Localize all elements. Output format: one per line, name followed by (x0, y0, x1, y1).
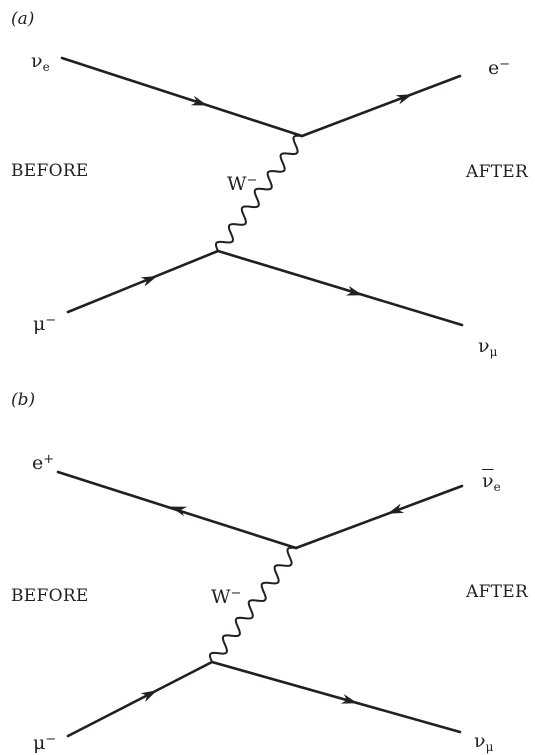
feynman-diagram-b: (b) e+ νe BEFORE AFTER W− μ− νμ (0, 378, 535, 755)
w-boson-propagator-b (208, 546, 297, 663)
panel-label-b: (b) (11, 390, 36, 410)
before-label-b: BEFORE (11, 586, 89, 606)
muon-label-b: μ− (33, 732, 57, 754)
before-label-a: BEFORE (11, 161, 89, 181)
w-boson-label-a: W− (227, 173, 258, 195)
arrow-muon (140, 276, 158, 287)
diagram-a-graphic (60, 56, 464, 327)
muon-label-a: μ− (33, 313, 57, 335)
anti-nu-e-line (294, 484, 464, 550)
feynman-diagram-a: (a) νe e− BEFORE AFTER W− μ− νμ (11, 9, 529, 359)
nu-mu-outgoing-line (216, 249, 464, 327)
arrow-electron (395, 94, 413, 105)
arrow-positron (170, 506, 188, 517)
after-label-b: AFTER (466, 582, 529, 602)
anti-nu-e-label: νe (482, 470, 501, 494)
nu-e-label: νe (31, 50, 50, 74)
nu-e-incoming-line (60, 56, 304, 138)
electron-label: e− (488, 57, 511, 79)
electron-outgoing-line (300, 74, 462, 138)
nu-mu-label-a: νμ (478, 335, 498, 359)
panel-label-a: (a) (11, 9, 35, 29)
nu-mu-label-b: νμ (474, 730, 494, 754)
muon-incoming-line-b (66, 660, 214, 738)
arrow-muon-b (140, 690, 158, 703)
after-label-a: AFTER (466, 162, 529, 182)
diagram-b-graphic (56, 470, 464, 738)
arrow-anti-nu-e (387, 503, 405, 514)
w-boson-propagator (214, 134, 303, 252)
arrow-nu-mu (345, 285, 363, 296)
muon-incoming-line (66, 249, 220, 314)
arrow-nu-e (190, 95, 208, 106)
arrow-nu-mu-b (340, 694, 358, 704)
w-boson-label-b: W− (211, 586, 242, 608)
positron-label: e+ (32, 452, 55, 474)
nu-mu-outgoing-line-b (210, 660, 462, 734)
